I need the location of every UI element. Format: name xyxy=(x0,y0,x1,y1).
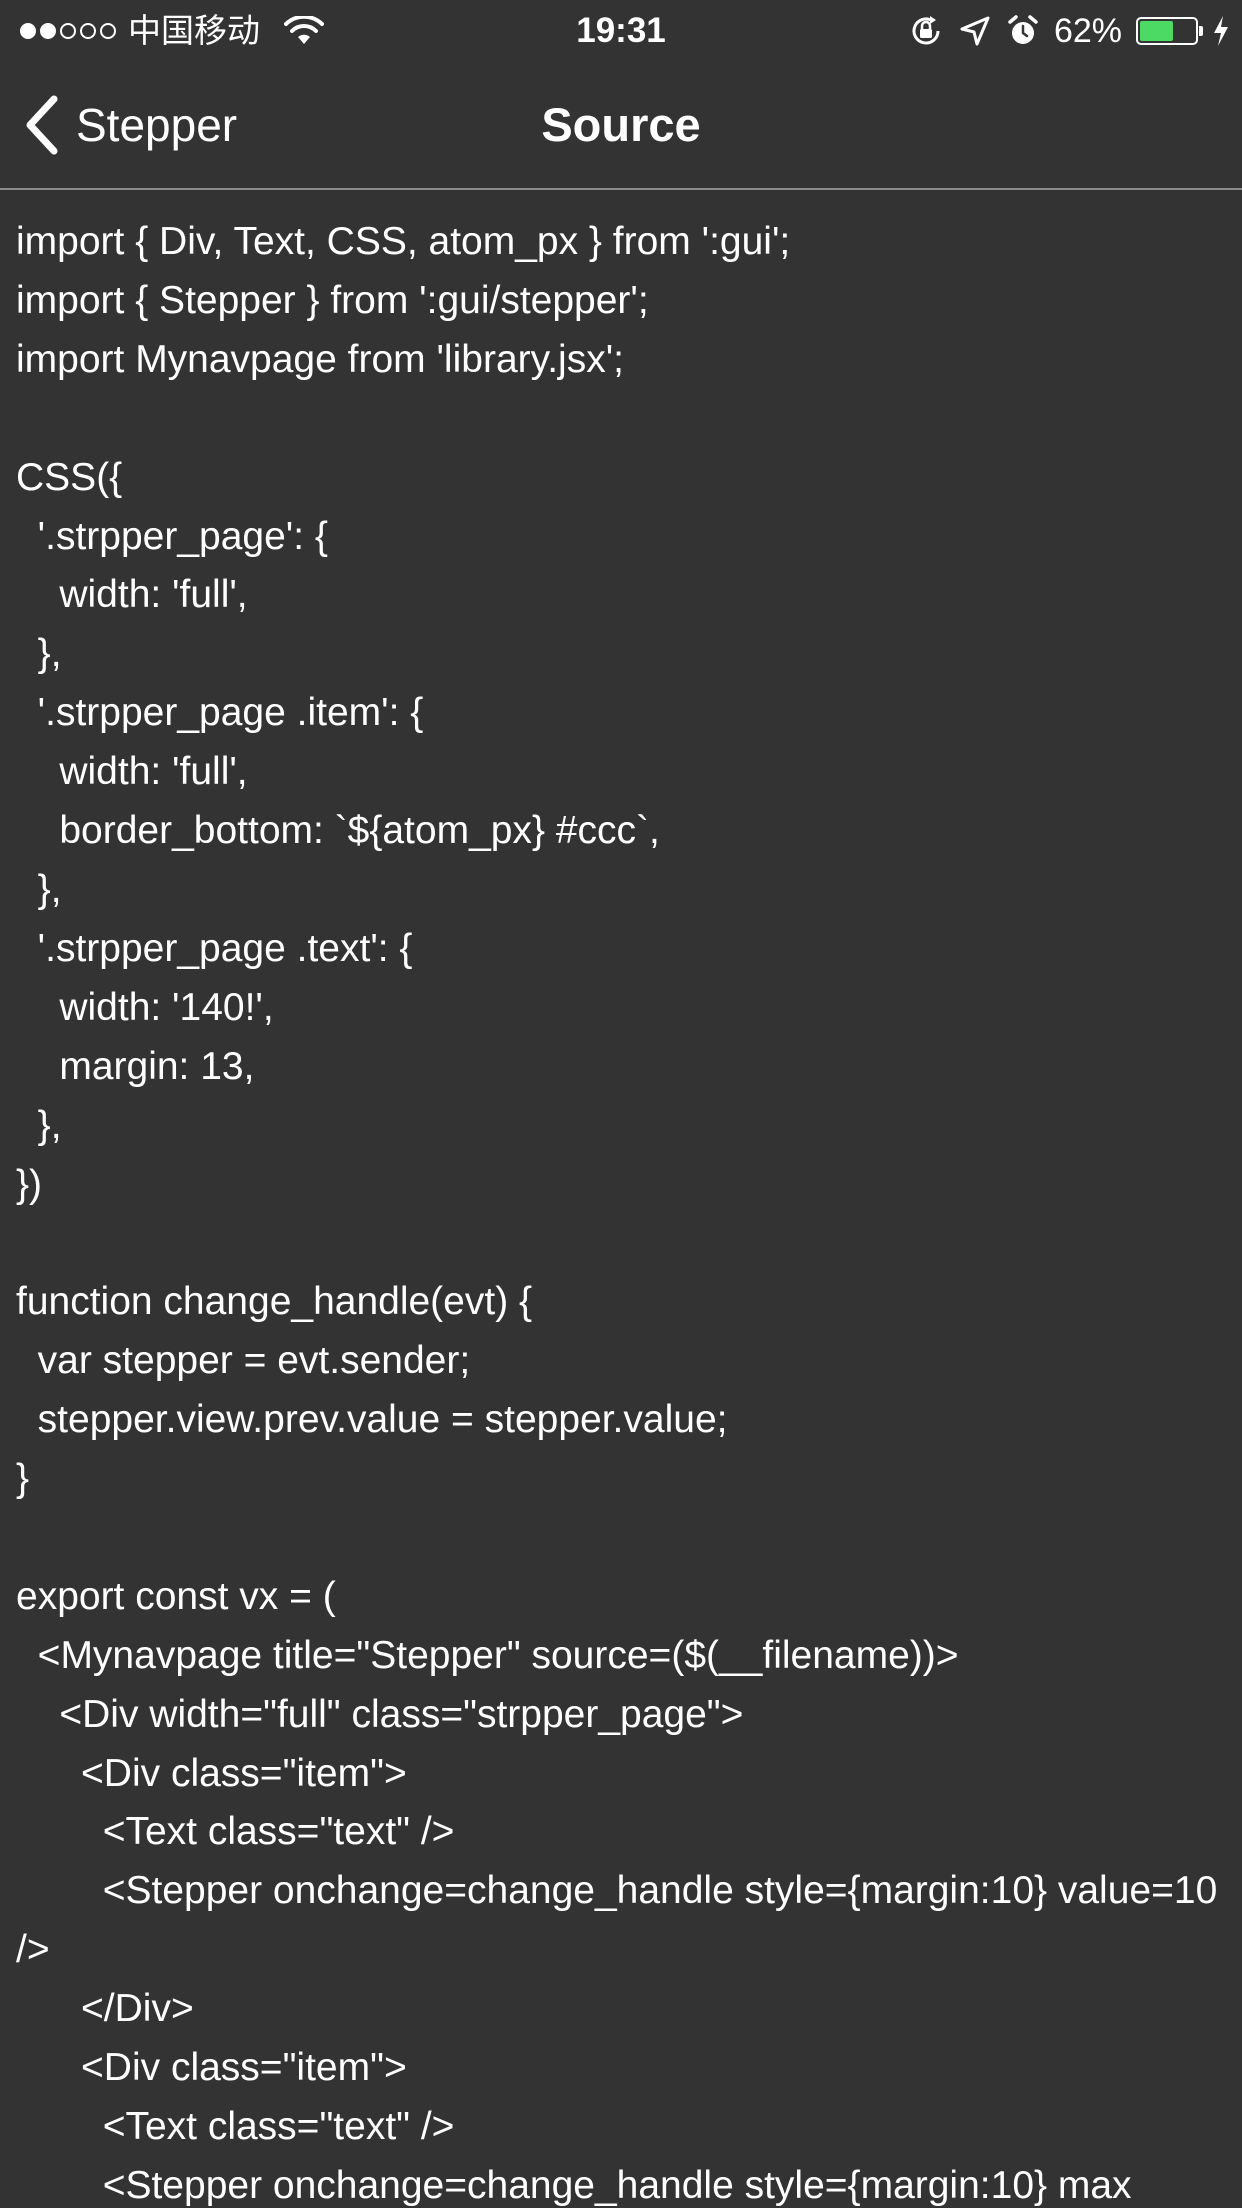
cellular-signal: 中国移动 xyxy=(20,0,324,62)
signal-dot xyxy=(60,23,76,39)
source-code-text: import { Div, Text, CSS, atom_px } from … xyxy=(16,220,1218,2207)
signal-dot xyxy=(40,23,56,39)
battery-icon xyxy=(1136,17,1203,45)
status-indicators: 62% xyxy=(908,0,1230,62)
status-bar: 中国移动 19:31 62% xyxy=(0,0,1242,62)
battery-level-fill xyxy=(1140,21,1174,41)
charging-bolt-icon xyxy=(1214,16,1228,46)
back-button-label: Stepper xyxy=(76,99,238,151)
battery-percentage: 62% xyxy=(1053,12,1122,50)
orientation-lock-icon xyxy=(912,16,940,45)
signal-dot xyxy=(100,23,116,39)
source-code-view[interactable]: import { Div, Text, CSS, atom_px } from … xyxy=(0,190,1242,2208)
back-button[interactable]: Stepper xyxy=(22,62,237,188)
carrier-name: 中国移动 xyxy=(128,12,260,49)
signal-dot xyxy=(20,23,36,39)
location-arrow-icon xyxy=(960,16,990,46)
navigation-bar: Stepper Source xyxy=(0,62,1242,190)
signal-dot xyxy=(80,23,96,39)
alarm-icon xyxy=(1008,15,1038,44)
chevron-left-icon xyxy=(26,95,58,155)
wifi-icon xyxy=(284,16,324,44)
